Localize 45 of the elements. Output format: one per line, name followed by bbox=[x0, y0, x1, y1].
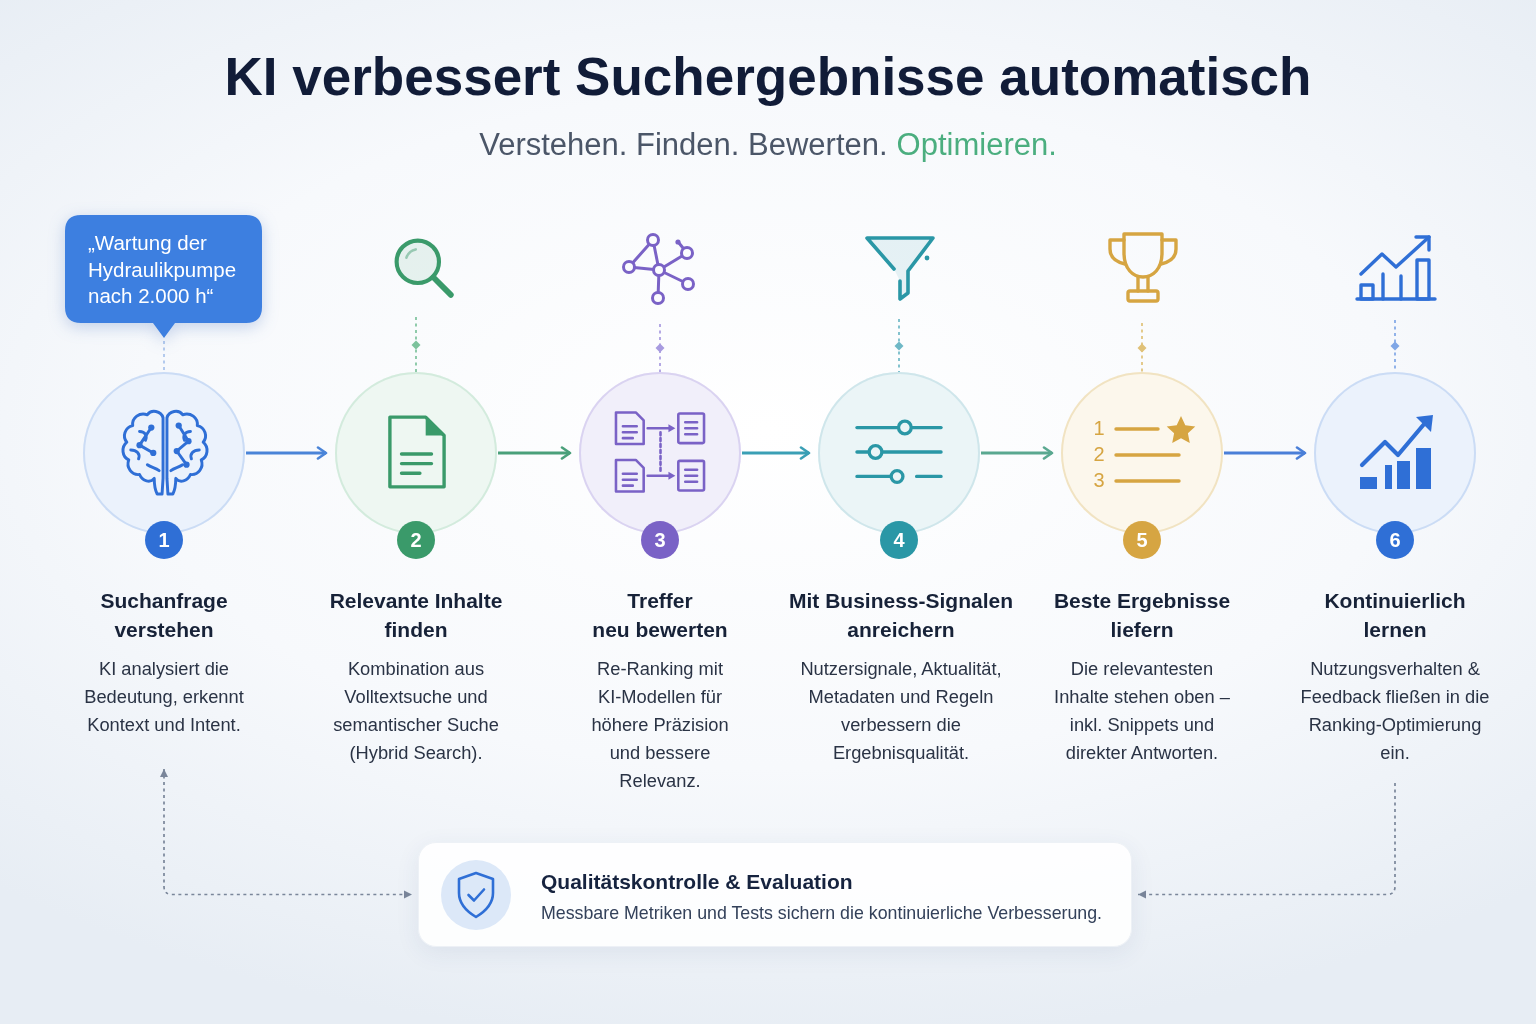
speech-bubble: „Wartung der Hydraulikpumpe nach 2.000 h“ bbox=[65, 215, 262, 338]
dashed-arrow bbox=[160, 768, 413, 899]
network-graph-icon bbox=[621, 232, 697, 306]
step-number-badge: 3 bbox=[641, 521, 679, 559]
arrow bbox=[246, 446, 328, 460]
step-title: Mit Business-Signalen anreichern bbox=[789, 588, 1013, 643]
step-number-badge: 1 bbox=[145, 521, 183, 559]
card-title: Qualitätskontrolle & Evaluation bbox=[541, 869, 853, 895]
arrow bbox=[742, 446, 811, 460]
step-number-badge: 6 bbox=[1376, 521, 1414, 559]
step-description: Die relevantesten Inhalte stehen oben – inkl. Snippets und direkter Antworten. bbox=[1054, 657, 1230, 765]
growth-chart-icon bbox=[1355, 232, 1437, 302]
card-description: Messbare Metriken und Tests sichern die kontinuierliche Verbesserung. bbox=[541, 902, 1103, 924]
step-number-badge: 4 bbox=[880, 521, 918, 559]
rank-number: 3 bbox=[1093, 469, 1105, 491]
step-title: Suchanfrage verstehen bbox=[100, 588, 228, 643]
dashed-connector bbox=[415, 316, 417, 373]
info-card bbox=[418, 842, 1132, 947]
subtitle: Verstehen. Finden. Bewerten. bbox=[479, 127, 888, 163]
dashed-connector bbox=[163, 340, 165, 373]
step-description: KI analysiert die Bedeutung, erkennt Kontext und Intent. bbox=[84, 657, 244, 737]
magnifier-icon bbox=[393, 237, 455, 299]
diagram-title: KI verbessert Suchergebnisse automatisch bbox=[224, 46, 1312, 108]
funnel-icon bbox=[864, 235, 936, 301]
step-description: Kombination aus Volltextsuche und semantischer Suche (Hybrid Search). bbox=[333, 657, 499, 765]
rank-number: 1 bbox=[1093, 417, 1105, 439]
arrow bbox=[1224, 446, 1307, 460]
dashed-connector bbox=[898, 318, 900, 373]
arrow bbox=[498, 446, 572, 460]
dashed-arrow bbox=[1137, 782, 1396, 899]
subtitle-highlight: Optimieren. bbox=[896, 127, 1057, 163]
step-title: Kontinuierlich lernen bbox=[1324, 588, 1466, 643]
step-title: Beste Ergebnisse liefern bbox=[1053, 588, 1231, 643]
step-description: Nutzersignale, Aktualität, Metadaten und Regeln verbessern die Ergebnisqualität. bbox=[800, 657, 1002, 765]
step-description: Re-Ranking mit KI-Modellen für höhere Präzision und bessere Relevanz. bbox=[591, 657, 729, 793]
step-title: Relevante Inhalte finden bbox=[329, 588, 503, 643]
dashed-connector bbox=[1141, 322, 1143, 373]
dashed-connector bbox=[659, 323, 661, 373]
step-number-badge: 5 bbox=[1123, 521, 1161, 559]
step-description: Nutzungsverhalten & Feedback fließen in die Ranking-Optimierung ein. bbox=[1300, 657, 1490, 765]
rank-number: 2 bbox=[1093, 443, 1105, 465]
step-number-badge: 2 bbox=[397, 521, 435, 559]
trophy-icon bbox=[1105, 231, 1181, 305]
step-title: Treffer neu bewerten bbox=[592, 588, 728, 643]
arrow bbox=[981, 446, 1054, 460]
